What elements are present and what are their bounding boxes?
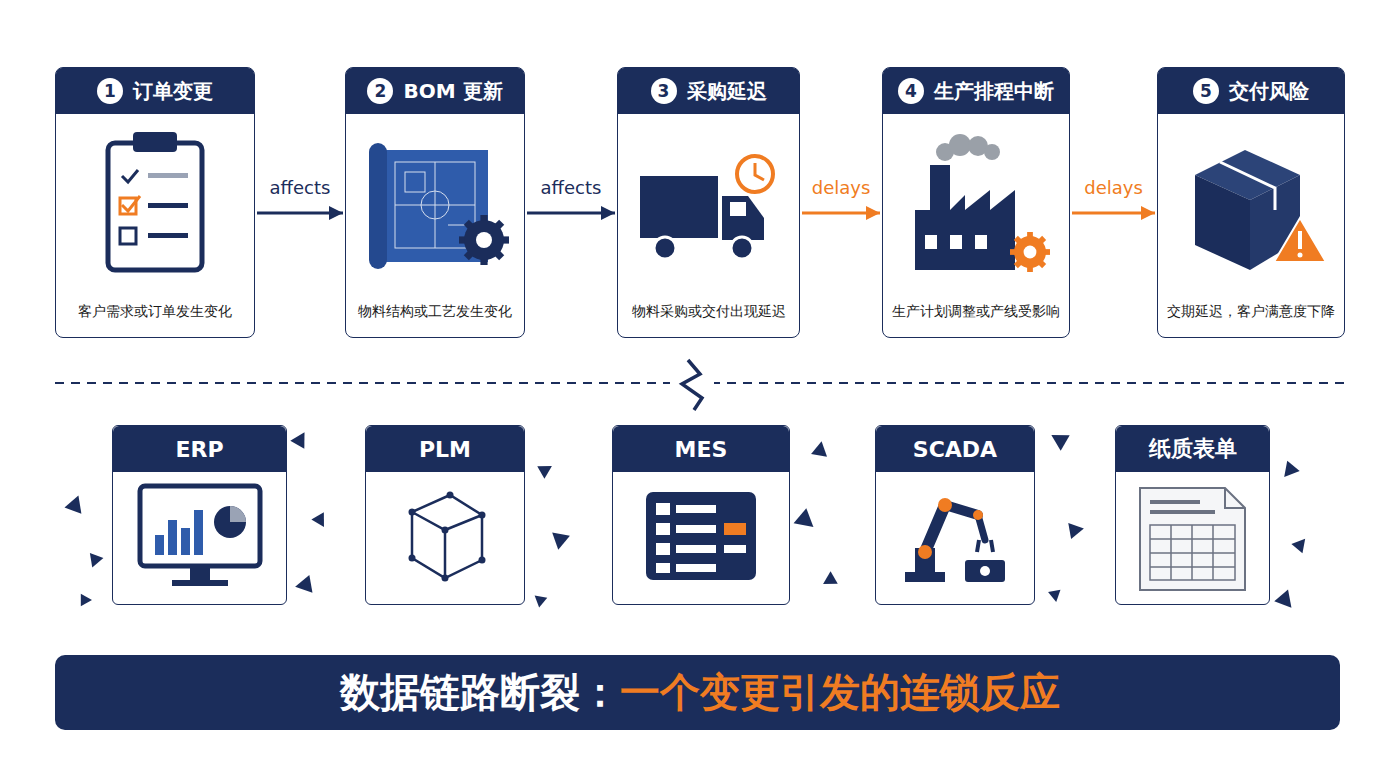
shard-shape — [294, 575, 313, 596]
header-band: 4 生产排程中断 — [883, 68, 1069, 114]
connector-arrow — [1072, 212, 1155, 215]
system-card: MES — [612, 425, 790, 605]
truck-icon — [640, 156, 773, 259]
header-content: 4 生产排程中断 — [898, 78, 1054, 105]
banner-content: 数据链路断裂：一个变更引发的连锁反应 — [340, 665, 1060, 720]
shard-shape — [531, 591, 548, 608]
header-band: ERP — [113, 426, 286, 472]
shard-shape — [549, 533, 570, 552]
header-band: 1 订单变更 — [56, 68, 254, 114]
system-card: PLM — [365, 425, 525, 605]
header-band: 5 交付风险 — [1158, 68, 1344, 114]
step-description: 生产计划调整或产线受影响 — [883, 303, 1069, 321]
shard-shape — [537, 460, 555, 479]
banner-subtitle: 一个变更引发的连锁反应 — [620, 665, 1060, 720]
step-description: 客户需求或订单发生变化 — [56, 303, 254, 321]
shard-shape — [311, 512, 330, 530]
header-band: 2 BOM 更新 — [346, 68, 524, 114]
paper-form-icon — [1140, 488, 1245, 590]
step-card: 3 采购延迟物料采购或交付出现延迟 — [617, 67, 800, 338]
shard-shape — [811, 440, 829, 457]
shard-shape — [1291, 534, 1310, 553]
connector-arrow — [257, 212, 343, 215]
step-number: 4 — [898, 78, 924, 104]
step-title: 采购延迟 — [687, 78, 767, 105]
shard-shape — [819, 571, 837, 590]
package-warning-icon — [1195, 150, 1326, 270]
step-description: 物料采购或交付出现延迟 — [618, 303, 799, 321]
banner-title: 数据链路断裂： — [340, 665, 620, 720]
step-number: 1 — [97, 78, 123, 104]
shard-shape — [64, 493, 86, 514]
shard-shape — [1278, 461, 1300, 482]
edge-label: delays — [1081, 177, 1146, 198]
header-band: 3 采购延迟 — [618, 68, 799, 114]
system-name: SCADA — [913, 437, 997, 462]
step-number: 5 — [1193, 78, 1219, 104]
system-name: 纸质表单 — [1149, 434, 1237, 464]
header-band: PLM — [366, 426, 524, 472]
shard-shape — [794, 508, 820, 534]
step-card: 2 BOM 更新物料结构或工艺发生变化 — [345, 67, 525, 338]
header-band: MES — [613, 426, 789, 472]
connector-arrow — [802, 212, 880, 215]
step-card: 1 订单变更客户需求或订单发生变化 — [55, 67, 255, 338]
edge-label: affects — [267, 177, 334, 198]
connector-arrow — [527, 212, 615, 215]
separator-gap — [670, 360, 714, 410]
gear-icon — [1010, 232, 1050, 272]
system-name: PLM — [419, 437, 471, 462]
robot-arm-icon — [905, 498, 1005, 582]
header-content: 2 BOM 更新 — [367, 78, 502, 105]
header-content: 3 采购延迟 — [651, 78, 767, 105]
monitor-chart-icon — [140, 486, 260, 586]
wireframe-cube-icon — [409, 492, 486, 582]
step-number: 2 — [367, 78, 393, 104]
step-title: BOM 更新 — [403, 78, 502, 105]
system-card: ERP — [112, 425, 287, 605]
step-description: 物料结构或工艺发生变化 — [346, 303, 524, 321]
step-title: 生产排程中断 — [934, 78, 1054, 105]
edge-label: delays — [809, 177, 874, 198]
shard-shape — [290, 428, 311, 449]
header-content: 5 交付风险 — [1193, 78, 1309, 105]
step-description: 交期延迟，客户满意度下降 — [1158, 303, 1344, 321]
factory-icon — [915, 134, 1015, 270]
system-card: SCADA — [875, 425, 1035, 605]
header-band: 纸质表单 — [1116, 426, 1269, 472]
dashboard-panel-icon — [646, 492, 756, 580]
clipboard-icon — [108, 132, 202, 270]
step-number: 3 — [651, 78, 677, 104]
shard-shape — [85, 553, 103, 570]
step-title: 订单变更 — [133, 78, 213, 105]
gear-icon — [459, 215, 509, 265]
shard-shape — [81, 594, 92, 607]
shard-shape — [1068, 520, 1085, 538]
step-card: 4 生产排程中断生产计划调整或产线受影响 — [882, 67, 1070, 338]
step-card: 5 交付风险交期延迟，客户满意度下降 — [1157, 67, 1345, 338]
system-name: ERP — [175, 437, 223, 462]
step-title: 交付风险 — [1229, 78, 1309, 105]
header-band: SCADA — [876, 426, 1034, 472]
shard-shape — [1274, 590, 1298, 614]
banner-box: 数据链路断裂：一个变更引发的连锁反应 — [55, 655, 1340, 730]
system-card: 纸质表单 — [1115, 425, 1270, 605]
shard-shape — [1048, 590, 1062, 603]
header-content: 1 订单变更 — [97, 78, 213, 105]
shard-shape — [1047, 427, 1070, 451]
edge-label: affects — [538, 177, 605, 198]
lightning-icon — [682, 360, 702, 410]
system-name: MES — [675, 437, 728, 462]
